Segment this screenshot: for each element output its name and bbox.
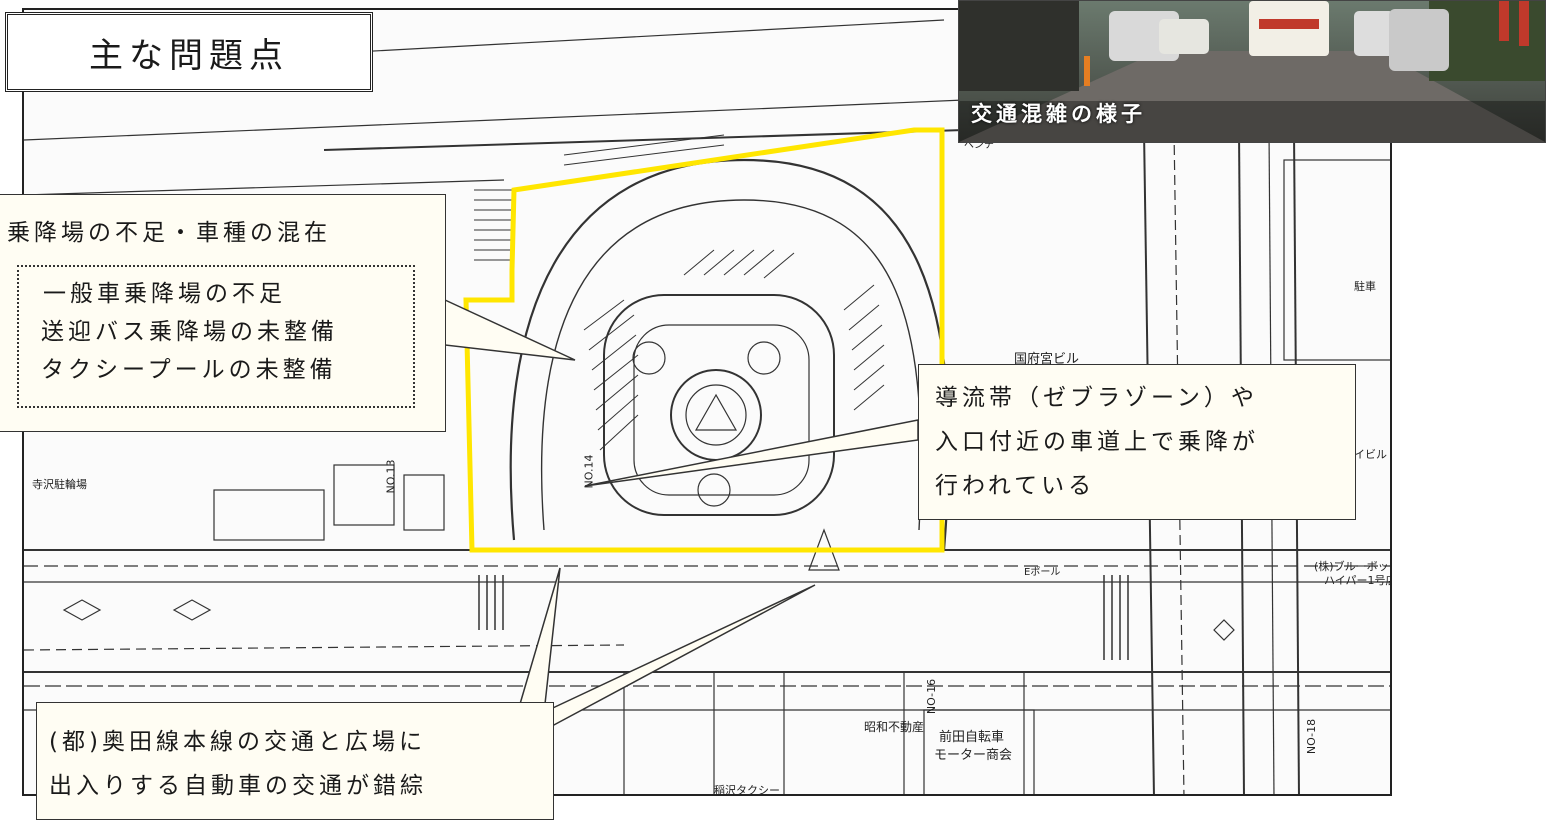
map-label-bench: ベンチ (964, 140, 994, 151)
callout-conflict-line: 出入りする自動車の交通が錯綜 (49, 773, 427, 799)
map-label-kokufu: 国府宮ビル (1014, 352, 1080, 367)
map-label-taxi: 稲沢タクシー (714, 784, 780, 796)
traffic-photo-image (959, 1, 1545, 142)
callout-traffic-conflict: (都)奥田線本線の交通と広場に 出入りする自動車の交通が錯綜 (36, 702, 554, 820)
callout-boarding-item: 一般車乗降場の不足 (43, 281, 286, 307)
callout-boarding-list: 一般車乗降場の不足 送迎バス乗降場の未整備 タクシープールの未整備 (17, 265, 415, 408)
page-title: 主な問題点 (89, 35, 289, 76)
map-label-epole: Eポール (1024, 567, 1061, 578)
map-label-no16: NO-16 (925, 678, 939, 715)
map-label-bluebox-2: ハイパー1号店 (1324, 574, 1392, 587)
map-label-maeda-1: 前田自転車 (939, 730, 1005, 745)
map-label-building-right: イビル (1354, 448, 1387, 461)
map-label-no18: NO-18 (1305, 718, 1319, 755)
callout-boarding-item: 送迎バス乗降場の未整備 (41, 319, 338, 345)
callout-zebra-line: 導流帯（ゼブラゾーン）や (935, 385, 1258, 411)
map-label-bluebox-1: (株)ブルーボック (1314, 560, 1392, 573)
map-label-parking: 駐車 (1354, 280, 1376, 293)
map-label-showa: 昭和不動産 (864, 720, 925, 734)
callout-zebra-line: 入口付近の車道上で乗降が (935, 429, 1259, 455)
callout-conflict-line: (都)奥田線本線の交通と広場に (49, 729, 426, 755)
photo-caption: 交通混雑の様子 (971, 102, 1146, 126)
callout-zebra-line: 行われている (935, 473, 1096, 499)
traffic-photo: 交通混雑の様子 (958, 0, 1546, 143)
map-label-no14: NO.14 (582, 454, 596, 489)
callout-boarding-heading: 乗降場の不足・車種の混在 (7, 220, 331, 246)
map-label-terasawa: 寺沢駐輪場 (32, 478, 87, 491)
map-label-no13: NO.13 (384, 459, 398, 494)
highlight-boundary (463, 127, 945, 553)
page-title-box: 主な問題点 (5, 12, 373, 92)
callout-boarding-shortage: 乗降場の不足・車種の混在 一般車乗降場の不足 送迎バス乗降場の未整備 タクシープ… (0, 194, 446, 432)
map-label-maeda-2: モーター商会 (934, 748, 1013, 763)
callout-zebra-zone: 導流帯（ゼブラゾーン）や 入口付近の車道上で乗降が 行われている (918, 364, 1356, 520)
callout-boarding-item: タクシープールの未整備 (41, 357, 337, 383)
